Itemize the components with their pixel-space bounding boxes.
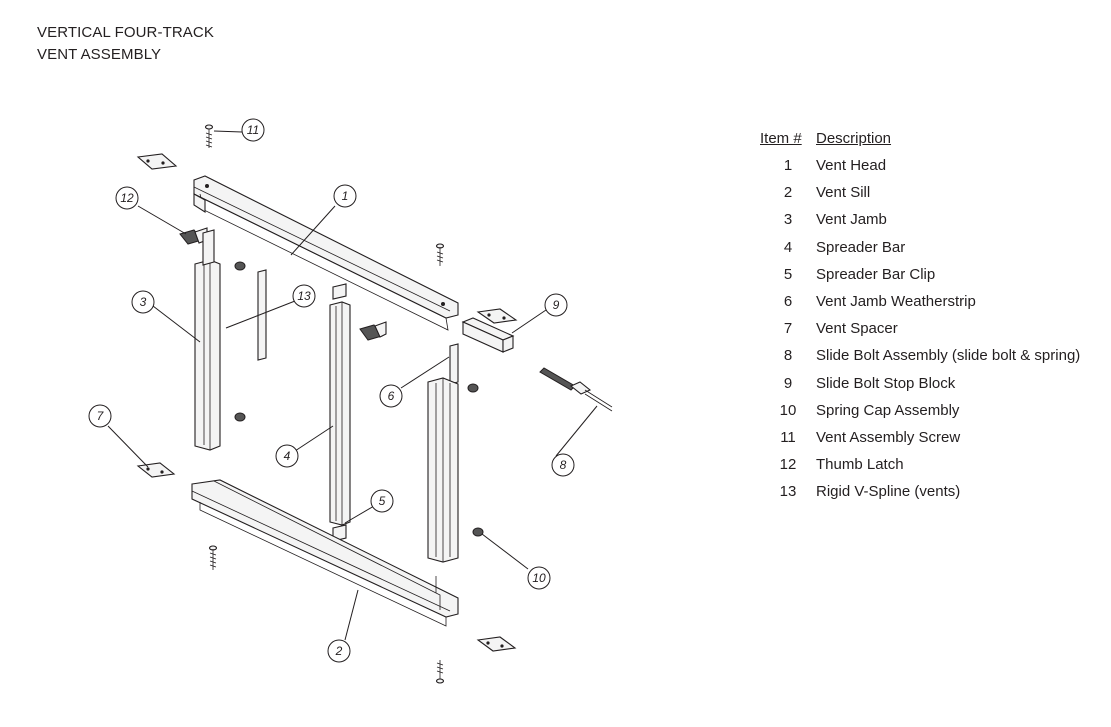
item-description: Spreader Bar Clip xyxy=(816,265,936,283)
item-description: Vent Head xyxy=(816,157,887,175)
item-number: 8 xyxy=(783,347,793,365)
vent-spacer-bottom xyxy=(136,462,176,478)
item-number: 4 xyxy=(783,238,793,256)
item-description: Vent Jamb Weatherstrip xyxy=(816,293,976,311)
table-row: 5 Spreader Bar Clip xyxy=(760,261,1080,288)
table-row: 6 Vent Jamb Weatherstrip xyxy=(760,288,1080,315)
callout-13: 13 xyxy=(292,284,316,308)
vent-assembly-screw-right xyxy=(435,243,445,266)
item-number: 3 xyxy=(783,211,793,229)
svg-text:6: 6 xyxy=(388,389,395,403)
svg-text:1: 1 xyxy=(342,189,349,203)
callout-3: 3 xyxy=(131,290,155,314)
table-row: 4 Spreader Bar xyxy=(760,234,1080,261)
spring-cap-left-top xyxy=(234,261,246,271)
vent-jamb-weatherstrip xyxy=(449,343,459,385)
rigid-v-spline xyxy=(257,269,267,361)
table-row: 13 Rigid V-Spline (vents) xyxy=(760,478,1080,505)
vent-assembly-screw-bottom-left xyxy=(208,545,218,570)
svg-text:10: 10 xyxy=(532,571,546,585)
item-description: Spreader Bar xyxy=(816,238,906,256)
svg-text:9: 9 xyxy=(553,298,560,312)
table-row: 12 Thumb Latch xyxy=(760,451,1080,478)
item-number: 7 xyxy=(783,320,793,338)
item-description: Rigid V-Spline (vents) xyxy=(816,483,961,501)
spring-cap-right-bottom xyxy=(472,527,484,537)
callout-2: 2 xyxy=(327,639,351,663)
callout-12: 12 xyxy=(115,186,139,210)
item-number: 5 xyxy=(783,265,793,283)
item-description: Vent Spacer xyxy=(816,320,898,338)
callout-1: 1 xyxy=(333,184,357,208)
callout-7: 7 xyxy=(88,404,112,428)
item-description: Spring Cap Assembly xyxy=(816,401,960,419)
table-row: 10 Spring Cap Assembly xyxy=(760,397,1080,424)
item-description: Vent Sill xyxy=(816,184,871,202)
svg-text:11: 11 xyxy=(247,123,259,137)
table-row: 2 Vent Sill xyxy=(760,179,1080,206)
vent-assembly-screw-bottom-right xyxy=(435,660,445,684)
svg-text:5: 5 xyxy=(379,494,386,508)
vent-spacer-bottom-right xyxy=(476,636,517,652)
spring-cap-left-bottom xyxy=(234,412,246,422)
table-row: 7 Vent Spacer xyxy=(760,315,1080,342)
item-number: 9 xyxy=(783,374,793,392)
item-number: 2 xyxy=(783,184,793,202)
leader-lines xyxy=(107,130,598,641)
spring-cap-right-top xyxy=(467,383,479,393)
slide-bolt-stop-block xyxy=(461,317,515,353)
spreader-bar xyxy=(329,283,351,526)
item-description: Slide Bolt Stop Block xyxy=(816,374,956,392)
callout-11: 11 xyxy=(241,118,265,142)
table-row: 3 Vent Jamb xyxy=(760,206,1080,233)
parts-legend: Item # Description 1 Vent Head 2 Vent Sill… xyxy=(760,130,1080,505)
slide-bolt-clip xyxy=(476,308,518,324)
item-number: 12 xyxy=(779,456,797,474)
title-line-2: VENT ASSEMBLY xyxy=(37,46,162,63)
callout-6: 6 xyxy=(379,384,403,408)
item-number: 13 xyxy=(779,483,797,501)
table-row: 9 Slide Bolt Stop Block xyxy=(760,370,1080,397)
callout-8: 8 xyxy=(551,453,575,477)
svg-text:3: 3 xyxy=(140,295,147,309)
svg-text:12: 12 xyxy=(120,191,134,205)
callout-5: 5 xyxy=(370,489,394,513)
table-row: 8 Slide Bolt Assembly (slide bolt & sprin… xyxy=(760,342,1080,369)
item-description: Slide Bolt Assembly (slide bolt & spring… xyxy=(816,347,1081,365)
item-number: 11 xyxy=(780,428,796,446)
vent-spacer-top xyxy=(136,153,178,170)
thumb-latch-right xyxy=(359,321,387,341)
title-line-1: VERTICAL FOUR-TRACK xyxy=(37,24,214,41)
svg-text:4: 4 xyxy=(284,449,291,463)
svg-text:8: 8 xyxy=(560,458,567,472)
vent-sill-rail xyxy=(191,479,459,627)
table-row: 1 Vent Head xyxy=(760,152,1080,179)
vent-jamb-left xyxy=(194,229,221,451)
svg-text:7: 7 xyxy=(97,409,105,423)
vent-head-rail xyxy=(193,175,459,331)
item-number: 10 xyxy=(779,401,797,419)
svg-text:13: 13 xyxy=(297,289,311,303)
table-row: 11 Vent Assembly Screw xyxy=(760,424,1080,451)
item-description: Vent Assembly Screw xyxy=(816,428,961,446)
slide-bolt-assembly xyxy=(539,367,613,412)
title-block: VERTICAL FOUR-TRACK VENT ASSEMBLY xyxy=(37,22,214,66)
parts-table-header: Item # Description xyxy=(760,130,1080,152)
item-description: Vent Jamb xyxy=(816,211,887,229)
callout-9: 9 xyxy=(544,293,568,317)
header-description: Description xyxy=(816,130,892,147)
svg-text:2: 2 xyxy=(335,644,343,658)
item-description: Thumb Latch xyxy=(816,456,904,474)
parts-table: Item # Description 1 Vent Head 2 Vent Sill… xyxy=(760,130,1080,505)
vent-assembly-screw-top xyxy=(204,124,214,148)
callout-4: 4 xyxy=(275,444,299,468)
item-number: 1 xyxy=(783,157,793,175)
vent-jamb-right xyxy=(427,377,459,563)
callout-10: 10 xyxy=(527,566,551,590)
item-number: 6 xyxy=(783,293,793,311)
header-item-number: Item # xyxy=(760,130,802,147)
